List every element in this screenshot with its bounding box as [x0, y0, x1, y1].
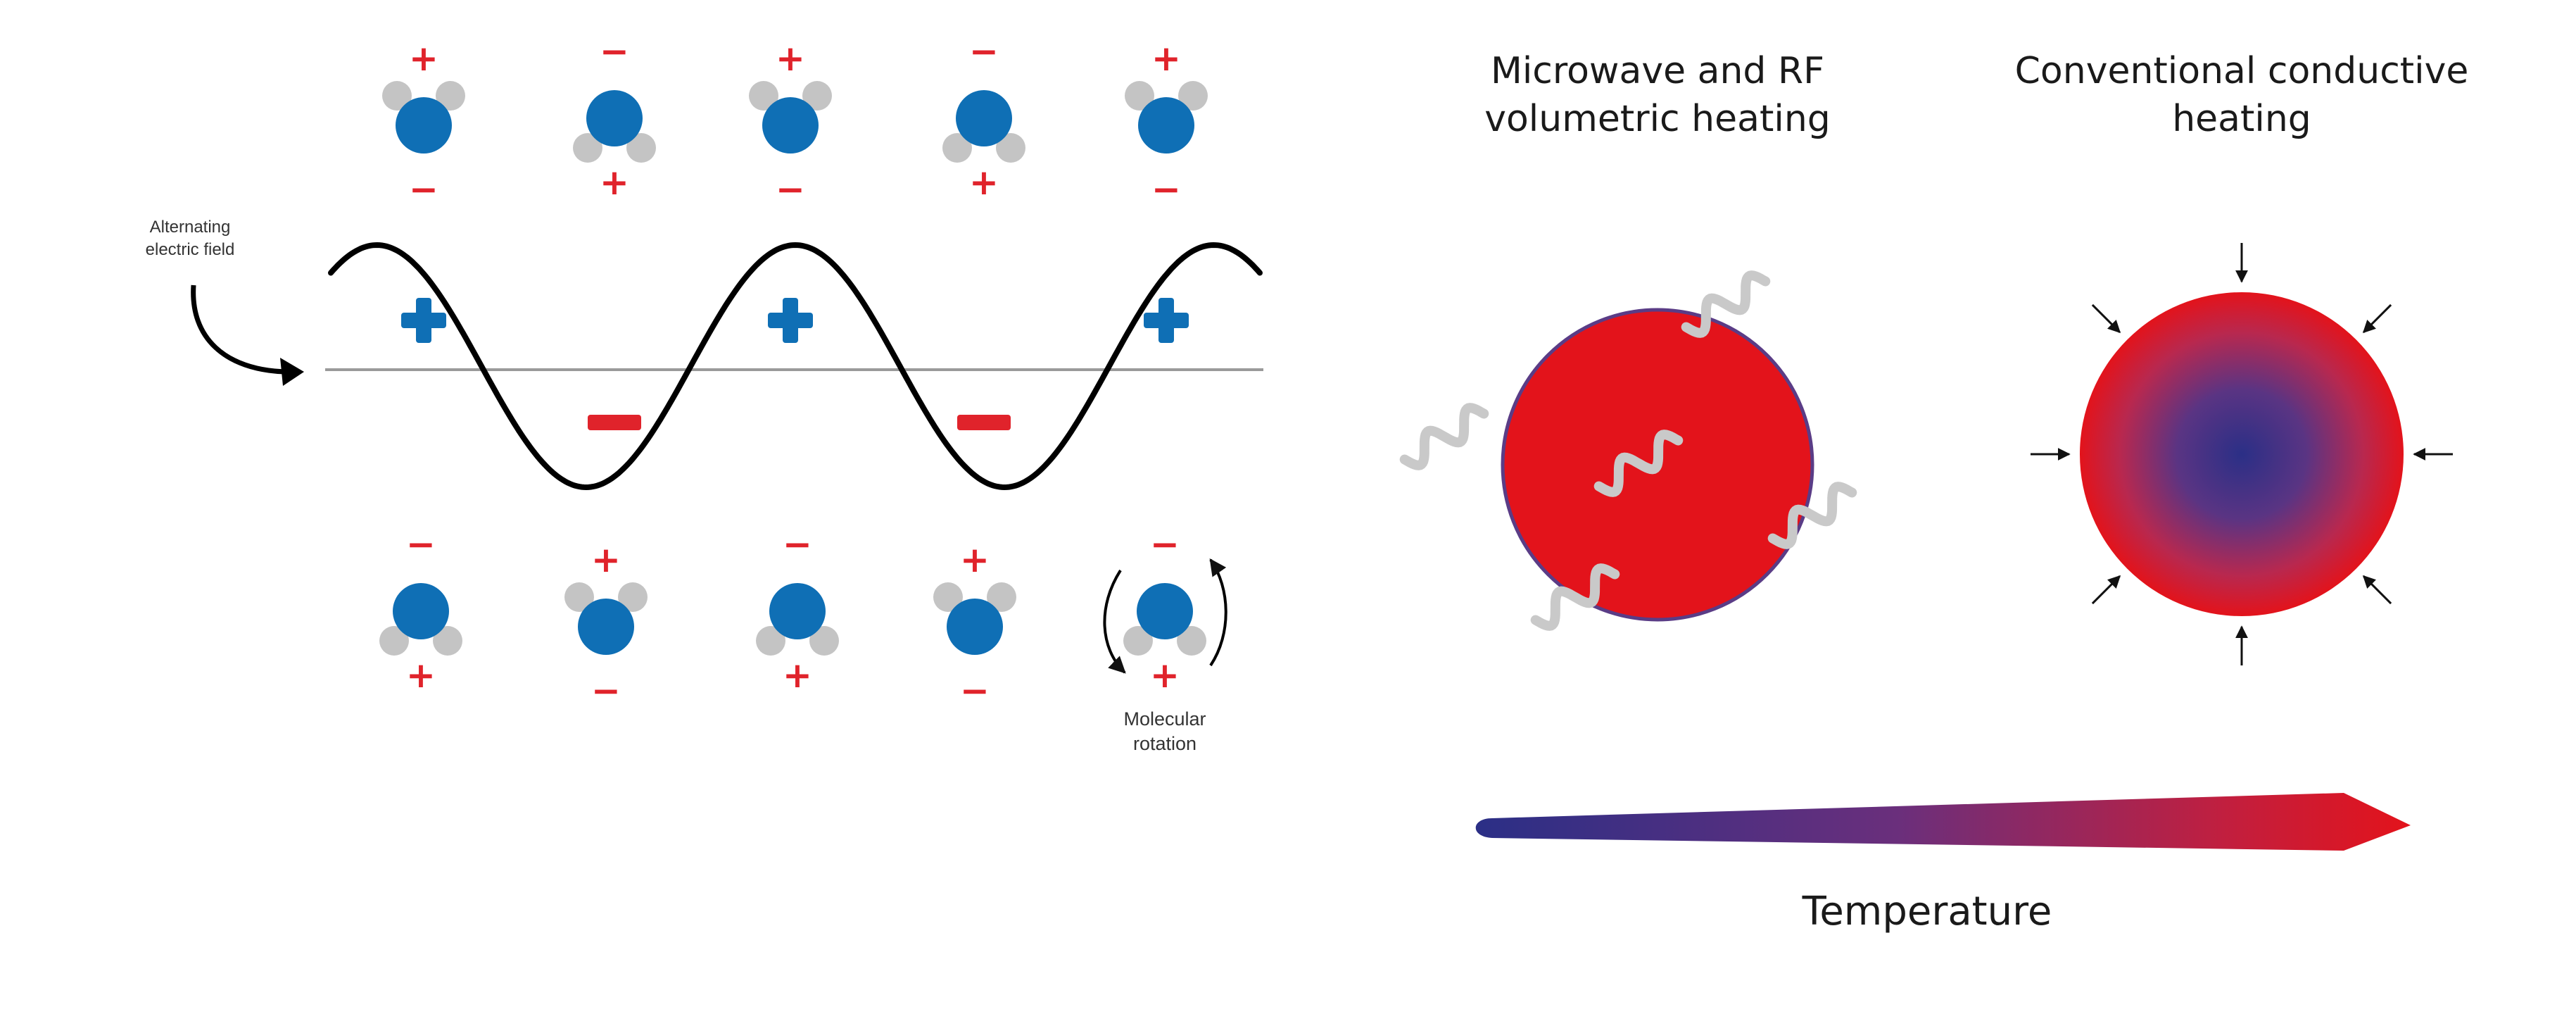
oxygen-atom — [586, 90, 643, 146]
hydrogen-atom — [1178, 81, 1208, 111]
bottom-water-molecule: −+ — [756, 524, 839, 696]
hydrogen-atom — [756, 626, 785, 656]
hydrogen-atom — [618, 582, 648, 612]
charge-sign-top: − — [600, 31, 629, 72]
hydrogen-atom — [1123, 626, 1153, 656]
charge-sign-top: + — [1151, 38, 1181, 79]
oxygen-atom — [947, 599, 1003, 655]
microwave-squiggle — [1530, 563, 1620, 631]
wave-plus-sign — [1144, 298, 1189, 343]
microwave-squiggles — [1399, 270, 1857, 631]
microwave-title-line1: Microwave and RF — [1491, 50, 1824, 92]
hydrogen-atom — [809, 626, 839, 656]
conduction-arrow — [2091, 303, 2121, 334]
top-water-molecule: +− — [749, 38, 832, 210]
rotation-arrow-right — [1209, 558, 1227, 667]
bottom-water-molecule: +− — [564, 539, 648, 711]
charge-sign-bottom: + — [1150, 655, 1180, 696]
field-arrow-head — [280, 358, 304, 386]
top-water-molecule: −+ — [573, 31, 656, 203]
oxygen-atom — [393, 583, 449, 639]
oxygen-atom — [578, 599, 634, 655]
charge-sign-top: − — [406, 524, 436, 565]
hydrogen-atom — [573, 133, 602, 163]
wave-plus-sign — [401, 298, 446, 343]
charge-sign-bottom: + — [406, 655, 436, 696]
conventional-title-line1: Conventional conductive — [2015, 50, 2469, 92]
microwave-squiggle — [1767, 482, 1857, 549]
hydrogen-atom — [626, 133, 656, 163]
microwave-squiggle — [1593, 430, 1684, 497]
sine-wave — [328, 242, 1263, 491]
hydrogen-atom — [933, 582, 963, 612]
charge-sign-bottom: − — [409, 169, 438, 210]
top-water-molecule: +− — [1125, 38, 1208, 210]
charge-sign-top: + — [960, 539, 990, 580]
top-water-molecule: +− — [382, 38, 465, 210]
charge-sign-bottom: − — [776, 169, 805, 210]
wave-minus-sign — [588, 415, 641, 430]
charge-sign-top: + — [591, 539, 621, 580]
conduction-arrow — [2091, 575, 2121, 605]
top-water-molecule: −+ — [942, 31, 1025, 203]
oxygen-atom — [1137, 583, 1193, 639]
oxygen-atom — [762, 97, 819, 154]
hydrogen-atom — [1125, 81, 1154, 111]
hydrogen-atom — [942, 133, 972, 163]
charge-sign-top: − — [969, 31, 999, 72]
charge-sign-top: − — [1150, 524, 1180, 565]
hydrogen-atom — [379, 626, 409, 656]
right-panel: Microwave and RF volumetric heating Conv… — [1399, 50, 2469, 934]
temperature-gradient-bar — [1475, 793, 2411, 851]
microwave-squiggle — [1399, 403, 1489, 470]
conventional-title-line2: heating — [2172, 98, 2311, 140]
charge-sign-bottom: + — [600, 162, 629, 203]
conduction-arrow — [2362, 303, 2392, 334]
charge-sign-bottom: − — [960, 670, 990, 711]
field-label-line1: Alternating — [150, 218, 231, 237]
bottom-water-molecule: −+ — [379, 524, 462, 696]
rotation-arrow-left — [1103, 569, 1126, 674]
bottom-molecule-row: −++−−++−−+ — [379, 524, 1206, 711]
hydrogen-atom — [996, 133, 1025, 163]
field-label-line2: electric field — [146, 240, 235, 259]
conventional-heated-sphere — [2080, 292, 2404, 616]
wave-minus-sign — [957, 415, 1011, 430]
wave-plus-sign — [768, 298, 813, 343]
hydrogen-atom — [987, 582, 1016, 612]
hydrogen-atom — [749, 81, 778, 111]
hydrogen-atom — [564, 582, 594, 612]
charge-sign-bottom: + — [969, 162, 999, 203]
rotation-label-line1: Molecular — [1123, 708, 1206, 730]
top-molecule-row: +−−++−−++− — [382, 31, 1208, 210]
charge-sign-top: + — [776, 38, 805, 79]
bottom-water-molecule: −+ — [1123, 524, 1206, 696]
oxygen-atom — [956, 90, 1012, 146]
oxygen-atom — [396, 97, 452, 154]
temperature-label: Temperature — [1802, 889, 2052, 934]
hydrogen-atom — [436, 81, 465, 111]
oxygen-atom — [1138, 97, 1194, 154]
charge-sign-top: − — [783, 524, 812, 565]
conduction-arrows — [2031, 243, 2453, 665]
oxygen-atom — [769, 583, 826, 639]
field-arrow — [191, 284, 286, 375]
hydrogen-atom — [433, 626, 462, 656]
microwave-title-line2: volumetric heating — [1484, 98, 1831, 140]
rotation-label-line2: rotation — [1133, 733, 1197, 754]
charge-sign-bottom: − — [591, 670, 621, 711]
hydrogen-atom — [802, 81, 832, 111]
bottom-water-molecule: +− — [933, 539, 1016, 711]
hydrogen-atom — [382, 81, 412, 111]
conduction-arrow — [2362, 575, 2392, 605]
hydrogen-atom — [1177, 626, 1206, 656]
charge-sign-bottom: + — [783, 655, 812, 696]
left-panel: Alternating electric field +−−++−−++− −+… — [146, 31, 1263, 754]
wave-signs — [401, 298, 1189, 430]
charge-sign-bottom: − — [1151, 169, 1181, 210]
microwave-squiggle — [1681, 270, 1771, 338]
charge-sign-top: + — [409, 38, 438, 79]
